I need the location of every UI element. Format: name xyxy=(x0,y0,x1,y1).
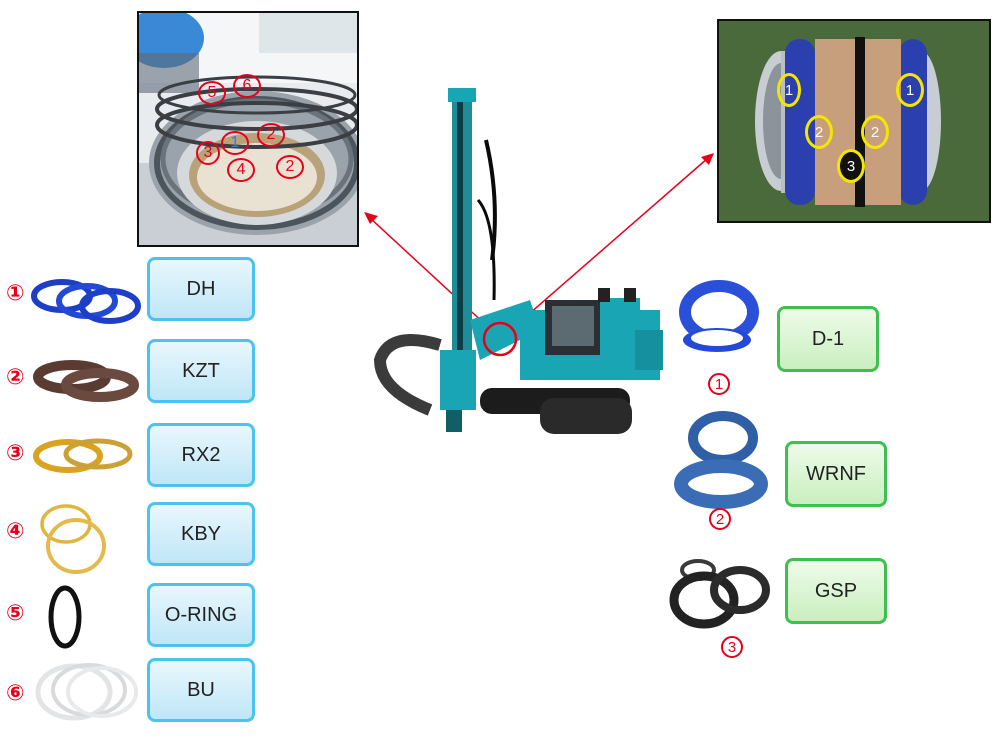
o-ring-icon xyxy=(48,585,82,649)
dh-seal-icon xyxy=(31,279,141,324)
photo-right-marker-3: 3 xyxy=(837,149,865,183)
left-marker-4: ④ xyxy=(6,519,25,544)
arrow-to-right-photo xyxy=(505,153,714,335)
seal-location-marker xyxy=(482,321,518,357)
part-label-bu: BU xyxy=(147,658,255,722)
photo-left-marker-6: 6 xyxy=(233,74,261,98)
photo-left-marker-3: 3 xyxy=(196,141,220,165)
part-label-dh: DH xyxy=(147,257,255,321)
photo-right-illustration xyxy=(719,21,989,221)
part-label-wrnf: WRNF xyxy=(785,441,887,507)
photo-right-marker-2a: 2 xyxy=(805,115,833,149)
photo-right-seal-closeup: 1 1 2 2 3 xyxy=(717,19,991,223)
photo-right-marker-1b: 1 xyxy=(896,73,924,107)
photo-left-marker-2a: 2 xyxy=(257,123,285,147)
part-label-o-ring: O-RING xyxy=(147,583,255,647)
drill-rig-machine xyxy=(373,88,663,434)
part-label-gsp: GSP xyxy=(785,558,887,624)
part-label-kzt: KZT xyxy=(147,339,255,403)
photo-left-seal-assembly: 5 6 1 2 3 4 2 xyxy=(137,11,359,247)
right-marker-1: 1 xyxy=(708,373,730,395)
right-marker-3: 3 xyxy=(721,636,743,658)
part-label-d1: D-1 xyxy=(777,306,879,372)
photo-left-marker-2b: 2 xyxy=(276,155,304,179)
rx2-ring-icon xyxy=(33,438,133,473)
part-label-rx2: RX2 xyxy=(147,423,255,487)
left-marker-5: ⑤ xyxy=(6,601,25,626)
gsp-seal-icon xyxy=(669,559,770,629)
photo-left-marker-5: 5 xyxy=(198,81,226,105)
photo-right-marker-2b: 2 xyxy=(861,115,889,149)
photo-left-marker-1: 1 xyxy=(221,131,249,155)
left-marker-6: ⑥ xyxy=(6,681,25,706)
photo-right-marker-1a: 1 xyxy=(777,73,801,107)
wrnf-band-icon xyxy=(674,411,768,509)
bu-backup-ring-icon xyxy=(35,663,138,721)
left-marker-3: ③ xyxy=(6,441,25,466)
kby-ring-icon xyxy=(40,504,106,574)
d1-seal-icon xyxy=(679,280,759,352)
part-label-kby: KBY xyxy=(147,502,255,566)
left-marker-2: ② xyxy=(6,365,25,390)
kzt-band-icon xyxy=(33,360,139,402)
left-marker-1: ① xyxy=(6,281,25,306)
right-marker-2: 2 xyxy=(709,508,731,530)
photo-left-marker-4: 4 xyxy=(227,158,255,182)
